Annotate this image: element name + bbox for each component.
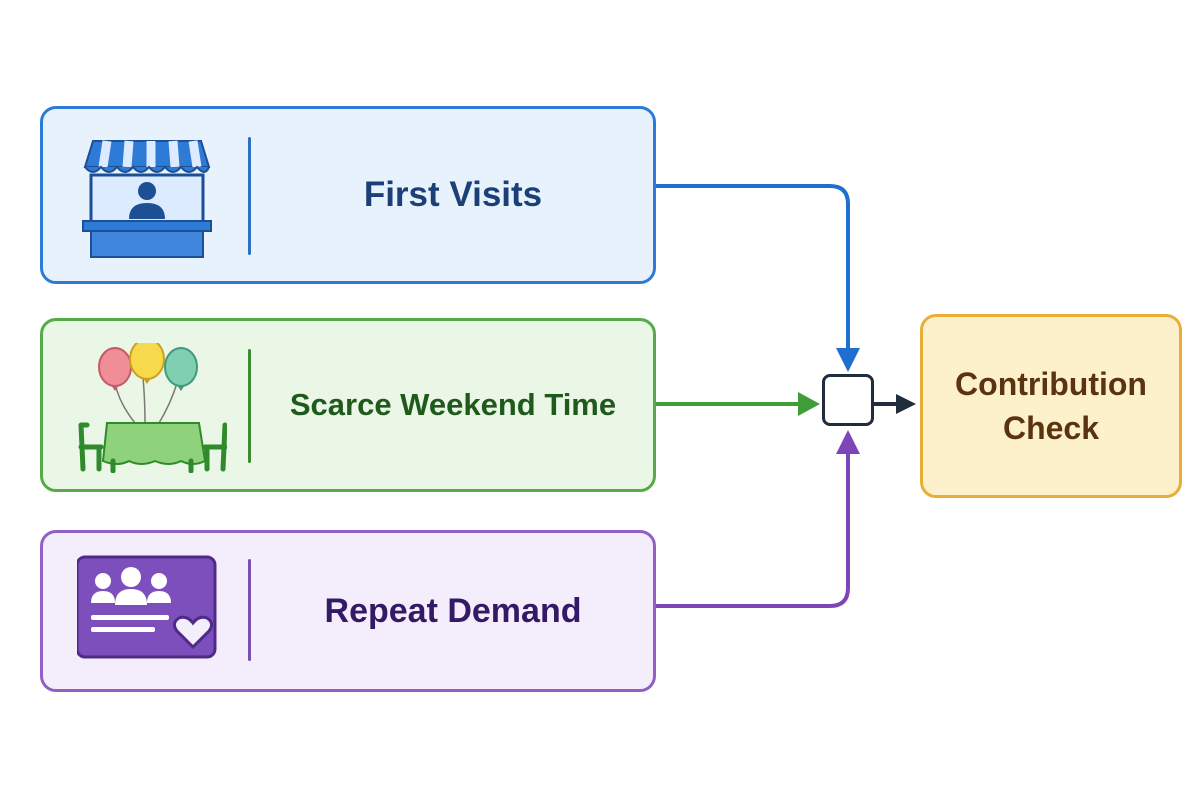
node-contribution-check: Contribution Check (920, 314, 1182, 498)
storefront-icon (77, 131, 217, 266)
connector-repeat-demand (656, 450, 850, 608)
divider (248, 349, 251, 463)
divider (248, 137, 251, 255)
result-label: Contribution Check (923, 317, 1179, 495)
node-first-visits: First Visits (40, 106, 656, 284)
arrowhead-to-result (896, 394, 916, 414)
result-label-line1: Contribution (955, 366, 1147, 402)
node-repeat-demand: Repeat Demand (40, 530, 656, 692)
connector-first-visits (656, 184, 850, 352)
arrowhead-weekend-time (798, 392, 820, 416)
divider (248, 559, 251, 661)
node-label: Repeat Demand (324, 591, 582, 630)
node-label: First Visits (363, 175, 543, 214)
node-label: Scarce Weekend Time (289, 387, 617, 422)
group-heart-card-icon (75, 555, 227, 670)
arrowhead-first-visits (836, 348, 860, 372)
party-table-icon (77, 338, 228, 478)
node-weekend-time: Scarce Weekend Time (40, 318, 656, 492)
result-label-line2: Check (1002, 410, 1100, 446)
arrowhead-repeat-demand (836, 430, 860, 454)
junction-node (822, 374, 874, 426)
